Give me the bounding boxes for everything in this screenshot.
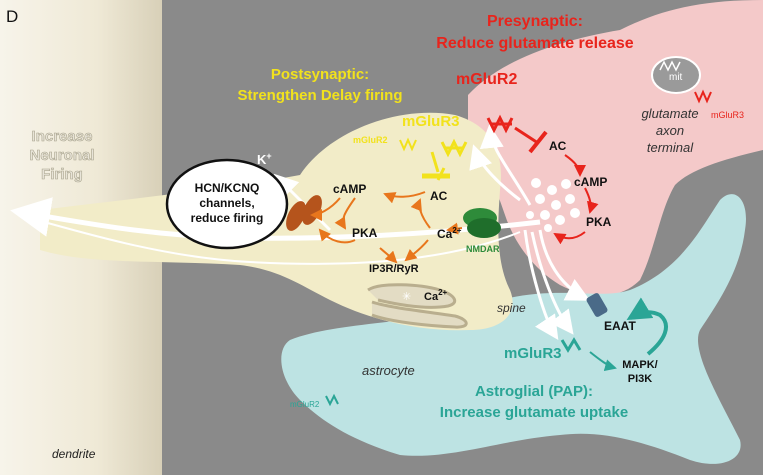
camp-to-channel-arrow <box>310 197 341 221</box>
mapk-label-line2: PI3K <box>628 373 653 385</box>
ac-to-camp-presyn-arrow <box>564 154 586 177</box>
mglur3-postsyn-label: mGluR3 <box>402 113 460 130</box>
mapk-to-eaat-arrow <box>626 297 668 356</box>
mitochondrion-icon <box>651 56 701 94</box>
postsynaptic-title-line2: Strengthen Delay firing <box>237 87 402 104</box>
inhibit-link-postsyn <box>430 151 440 173</box>
channel-left-icon <box>286 201 306 231</box>
presynaptic-title-line2: Reduce glutamate release <box>436 35 634 52</box>
nmdar-label: NMDAR <box>466 244 500 254</box>
mglur3-presyn-small-icon <box>694 89 712 104</box>
mapk-label-line1: MAPK/ <box>622 359 657 371</box>
mglur2-postsyn-small-label: mGluR2 <box>353 135 388 145</box>
eaat-label: EAAT <box>604 319 636 333</box>
pka-presyn-label: PKA <box>586 215 612 229</box>
glutamate-to-mglur3-arrow <box>469 144 521 202</box>
terminal-label-line3: terminal <box>647 140 694 155</box>
camp-to-pka-arrow <box>334 197 356 230</box>
pka-to-ip3r-arrow <box>379 247 398 264</box>
ac-to-camp-postsyn-arrow <box>383 191 426 204</box>
postsynaptic-title-line1: Postsynaptic: <box>271 66 369 83</box>
mit-label: mit <box>669 72 683 83</box>
pka-to-channel-arrow <box>318 228 356 244</box>
hcn-kcnq-circle <box>165 158 289 250</box>
glutamate-vesicles <box>526 178 580 232</box>
ca-to-ip3r-arrow <box>404 239 429 262</box>
dendrite-title-line2: Neuronal <box>29 147 94 164</box>
mglur2-presyn-label: mGluR2 <box>456 71 517 88</box>
dendrite-label: dendrite <box>52 447 96 461</box>
spine-apparatus <box>367 283 468 329</box>
hcn-label-line3: reduce firing <box>191 211 264 225</box>
mglur2-postsyn-small-icon <box>399 137 417 152</box>
astrocyte-body <box>281 194 746 464</box>
mglur3-presyn-small-label: mGluR3 <box>711 110 744 120</box>
glutamate-to-astrocyte-arrow <box>530 231 574 335</box>
terminal-label-line2: axon <box>656 123 684 138</box>
dendrite-title-line1: Increase <box>32 128 93 145</box>
ca-store-label: Ca2+ <box>424 288 448 303</box>
astrocyte-label: astrocyte <box>362 363 415 378</box>
glutamate-to-eaat-arrow <box>538 229 591 301</box>
spine-label: spine <box>497 301 526 315</box>
astroglial-title-line1: Astroglial (PAP): <box>475 383 593 400</box>
mglur2-astro-small-icon <box>325 393 339 407</box>
mglur3-to-mapk-arrow <box>589 351 617 372</box>
hcn-label-line1: HCN/KCNQ <box>195 181 260 195</box>
mitochondrion-cristae <box>659 60 681 72</box>
glutamate-to-mglur2-arrow <box>479 124 532 206</box>
inhibit-bar-presyn <box>528 130 548 154</box>
mglur2-presynaptic-icon <box>486 114 514 134</box>
ca-to-ac-arrow <box>410 198 431 229</box>
camp-presyn-label: cAMP <box>574 175 607 189</box>
camp-postsyn-label: cAMP <box>333 182 366 196</box>
ca-store-star: ✳ <box>402 291 411 303</box>
pka-to-vesicles-arrow <box>553 231 586 245</box>
camp-to-pka-presyn-arrow <box>584 187 599 214</box>
eaat-transporter-icon <box>586 293 608 317</box>
nmdar-icon-2 <box>467 218 501 238</box>
mglur3-astro-icon <box>560 337 582 353</box>
mglur2-astro-small-label: mGluR2 <box>290 400 320 409</box>
signal-arrow-thin <box>29 217 521 265</box>
panel-label: D <box>6 7 18 26</box>
ac-postsyn-label: AC <box>430 189 448 203</box>
hcn-label-line2: channels, <box>199 196 254 210</box>
nmdar-to-ca-arrow <box>446 222 463 235</box>
presynaptic-title-line1: Presynaptic: <box>487 13 583 30</box>
potassium-label: K+ <box>257 151 272 167</box>
inhibit-ac-presyn <box>514 126 539 145</box>
mglur3-postsyn-icon <box>440 138 468 158</box>
astroglial-title-line2: Increase glutamate uptake <box>440 404 628 421</box>
dendrite-title-line3: Firing <box>41 166 83 183</box>
ac-presyn-label: AC <box>549 139 567 153</box>
glutamate-to-mglur3-astro-arrow <box>523 229 559 340</box>
mglur3-astro-label: mGluR3 <box>504 345 562 362</box>
pka-postsyn-label: PKA <box>352 226 378 240</box>
terminal-label-line1: glutamate <box>641 106 698 121</box>
ip3r-label: IP3R/RyR <box>369 263 419 275</box>
ca-postsyn-label: Ca2+ <box>437 226 462 241</box>
